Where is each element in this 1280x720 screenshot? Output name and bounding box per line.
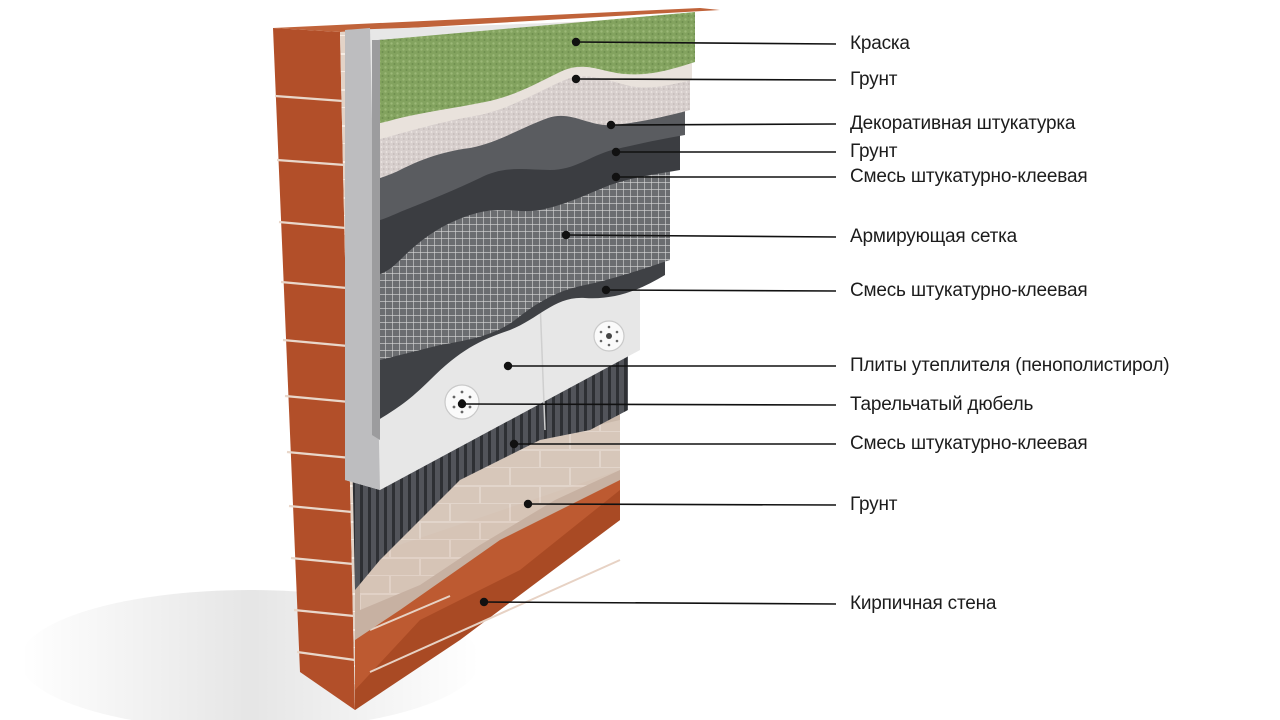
label-dowel: Тарельчатый дюбель <box>850 394 1034 416</box>
leader-line-primer1 <box>575 78 837 81</box>
leader-dot-adhesive1 <box>611 172 621 182</box>
leader-dot-adhesive3 <box>509 439 519 449</box>
leader-line-paint <box>575 41 837 45</box>
label-insulation: Плиты утеплителя (пенополистирол) <box>850 355 1170 377</box>
label-adhesive-2: Смесь штукатурно-клеевая <box>850 280 1088 302</box>
brick-wall-side <box>273 8 720 710</box>
paint-layer <box>380 12 695 123</box>
leader-line-primer3 <box>527 503 837 506</box>
leader-line-adhesive2 <box>605 289 837 292</box>
leader-line-brick <box>483 601 837 605</box>
label-adhesive-3: Смесь штукатурно-клеевая <box>850 433 1088 455</box>
label-primer-2: Грунт <box>850 141 898 163</box>
leader-dot-paint <box>571 37 581 47</box>
label-decorative-plaster: Декоративная штукатурка <box>850 113 1076 135</box>
leader-dot-adhesive2 <box>601 285 611 295</box>
leader-dot-dowel <box>457 399 467 409</box>
label-primer-3: Грунт <box>850 494 898 516</box>
leader-line-mesh <box>565 234 837 238</box>
leader-lines <box>457 37 837 607</box>
label-mesh: Армирующая сетка <box>850 226 1018 248</box>
leader-dot-insulation <box>503 361 513 371</box>
label-brick: Кирпичная стена <box>850 593 997 615</box>
label-adhesive-1: Смесь штукатурно-клеевая <box>850 166 1088 188</box>
plate-dowel-upper <box>593 320 625 352</box>
label-primer-1: Грунт <box>850 69 898 91</box>
leader-dot-primer3 <box>523 499 533 509</box>
leader-dot-deco <box>606 120 616 130</box>
leader-dot-primer1 <box>571 74 581 84</box>
leader-line-dowel <box>461 403 837 406</box>
leader-dot-primer2 <box>611 147 621 157</box>
leader-line-deco <box>610 123 837 126</box>
leader-dot-mesh <box>561 230 571 240</box>
leader-dot-brick <box>479 597 489 607</box>
label-paint: Краска <box>850 33 910 55</box>
